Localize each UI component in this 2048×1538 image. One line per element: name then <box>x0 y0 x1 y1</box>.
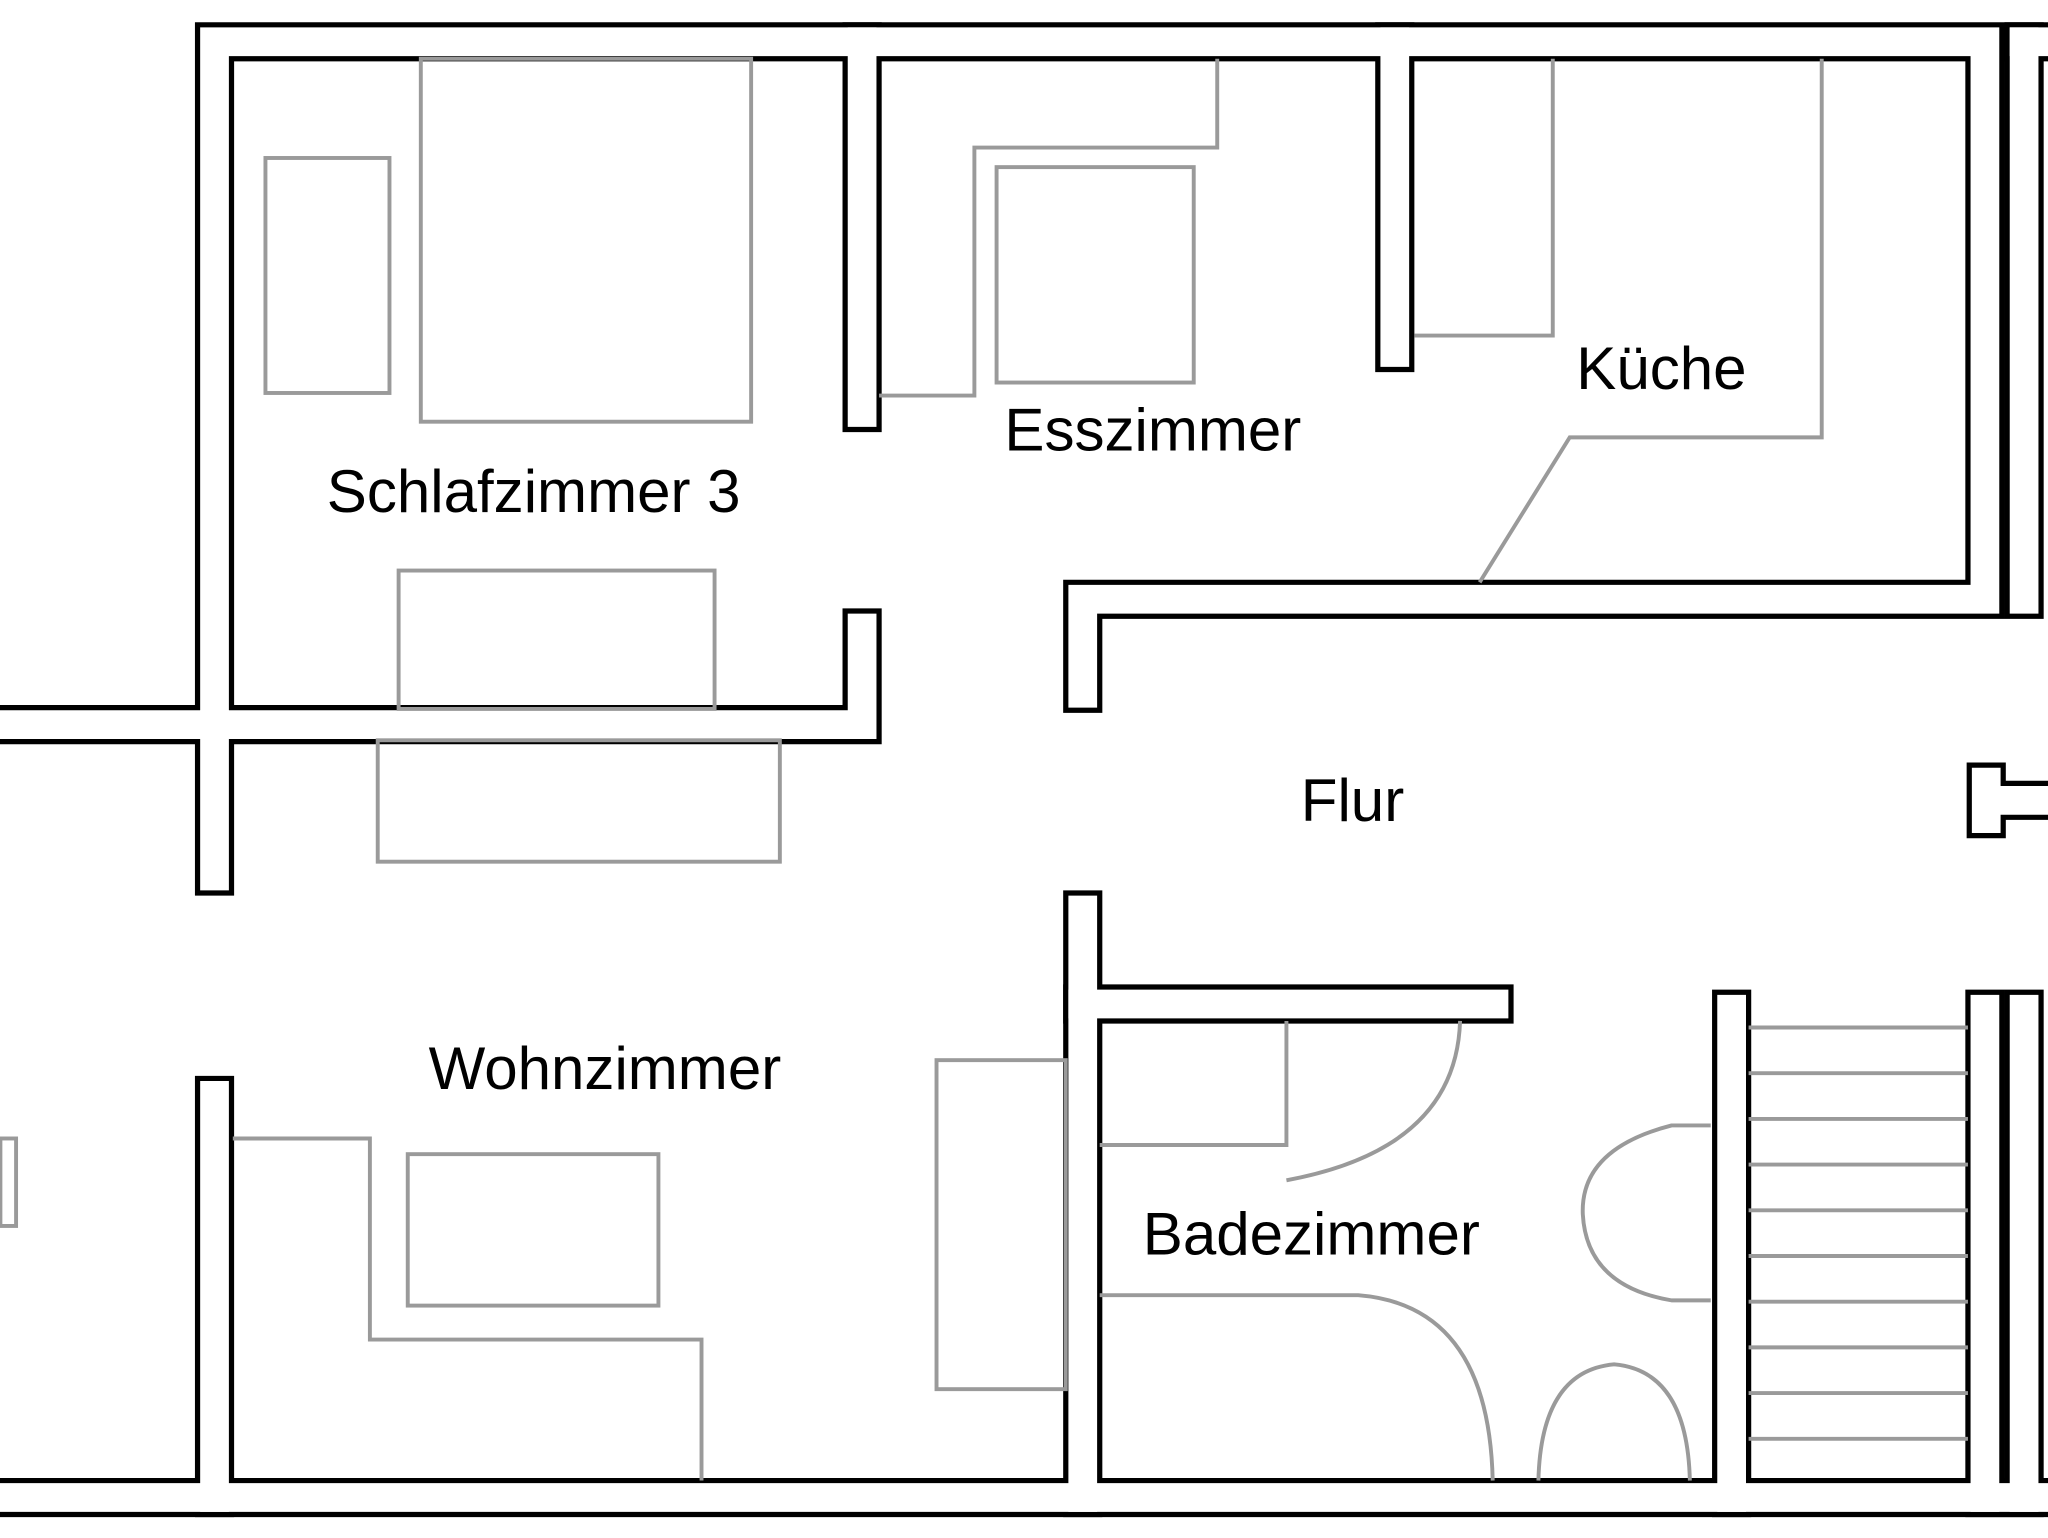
kitchen-counter <box>1414 58 1555 338</box>
room-label-wohnzimmer: Wohnzimmer <box>429 1035 782 1102</box>
wardrobe <box>263 156 392 395</box>
sideboard <box>375 738 782 864</box>
side-cabinet <box>0 1136 19 1228</box>
dining-bench <box>879 58 1220 398</box>
room-label-flur: Flur <box>1301 767 1404 834</box>
stairs <box>1748 1025 1968 1441</box>
room-label-esszimmer: Esszimmer <box>1004 396 1301 463</box>
tv-cabinet <box>934 1058 1068 1392</box>
furniture <box>0 56 1968 1481</box>
wall-fill <box>200 27 2000 739</box>
coffee-table <box>405 1152 661 1308</box>
desk <box>396 568 717 711</box>
room-label-schlafzimmer: Schlafzimmer 3 <box>327 458 741 525</box>
sofa <box>232 1136 704 1481</box>
dining-table <box>994 165 1196 385</box>
wall-fill <box>1971 767 2048 833</box>
wall-fill <box>0 613 877 739</box>
bathtub <box>1099 1293 1495 1481</box>
toilet <box>1536 1362 1692 1481</box>
sink <box>1580 1123 1711 1303</box>
room-label-badezimmer: Badezimmer <box>1143 1201 1480 1268</box>
bed <box>418 56 754 424</box>
shower <box>1099 1020 1463 1183</box>
room-label-kueche: Küche <box>1576 335 1746 402</box>
walls <box>0 22 2048 1518</box>
kitchen-counter-right <box>1477 58 1824 584</box>
